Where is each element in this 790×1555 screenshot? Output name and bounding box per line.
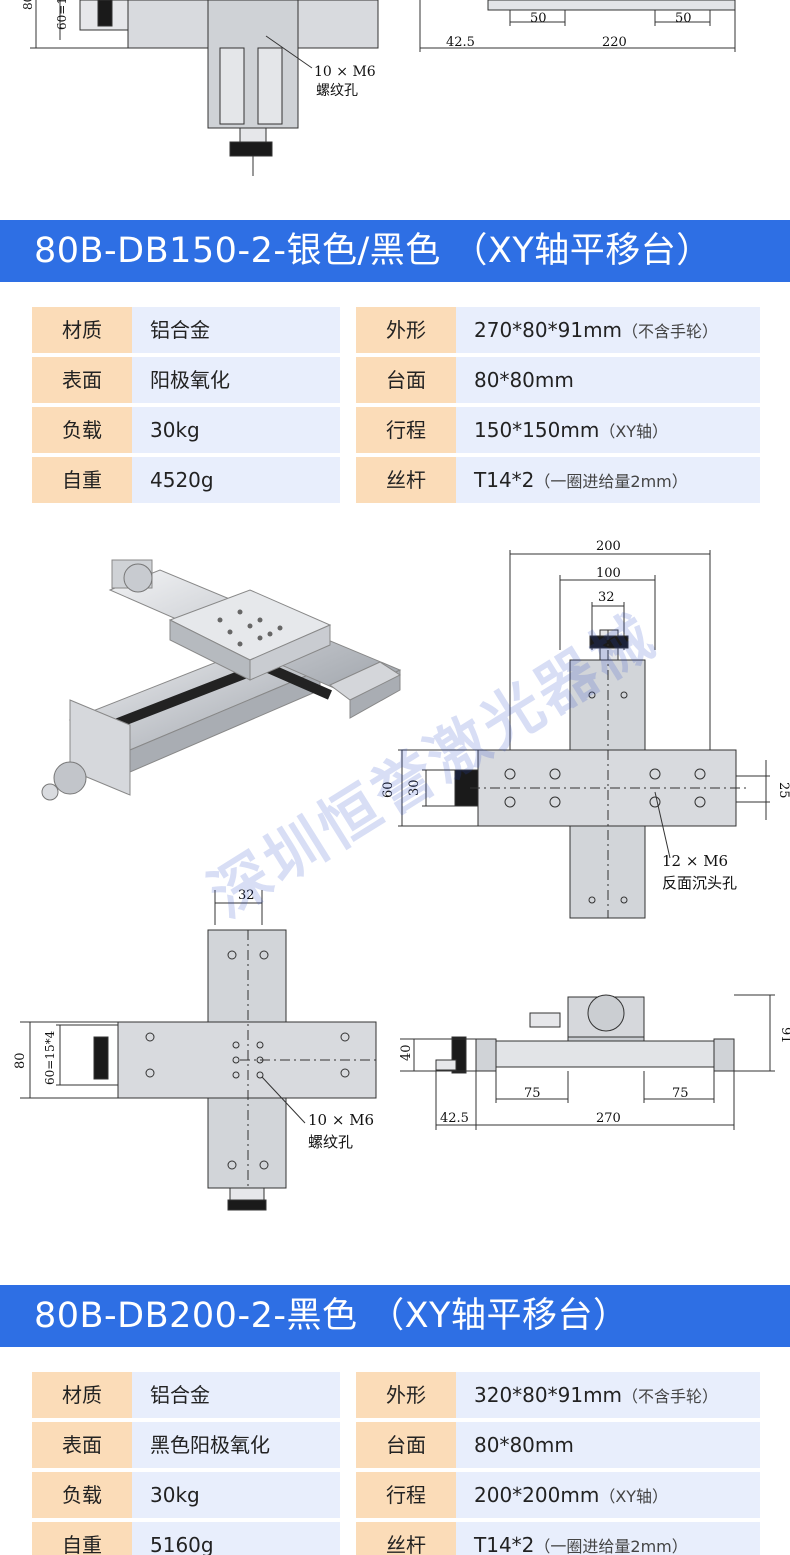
spec-row: 材质 铝合金 外形 270*80*91mm（不含手轮）: [32, 307, 760, 353]
spec-value: 30kg: [132, 407, 340, 453]
dim-200: 200: [596, 539, 621, 554]
dim-60-top: 60=1: [55, 0, 69, 30]
drawing-plan-view: 32 80 60=15*4 10 × M6 螺纹孔: [13, 888, 377, 1211]
back-note-2: 反面沉头孔: [662, 874, 737, 892]
dim-75-left: 75: [524, 1086, 541, 1101]
spec-value: 黑色阳极氧化: [132, 1422, 340, 1468]
spec-label: 行程: [356, 1472, 456, 1518]
dim-42-5-top: 42.5: [446, 35, 475, 50]
spec-row: 材质 铝合金 外形 320*80*91mm（不含手轮）: [32, 1372, 760, 1418]
dim-100: 100: [596, 566, 621, 581]
spec-label: 表面: [32, 1422, 132, 1468]
spec-row: 负载 30kg 行程 150*150mm（XY轴）: [32, 407, 760, 453]
spec-label: 台面: [356, 357, 456, 403]
dim-50-left: 50: [530, 11, 547, 26]
spec-value: 铝合金: [132, 307, 340, 353]
dim-25: 25: [776, 782, 790, 799]
dim-220: 220: [602, 35, 627, 50]
spec-label: 自重: [32, 1522, 132, 1555]
product-photo-xy-stage: [41, 559, 402, 801]
section2-title-banner: 80B-DB200-2-黑色 （XY轴平移台）: [0, 1285, 790, 1347]
spec-label: 台面: [356, 1422, 456, 1468]
spec-label: 外形: [356, 307, 456, 353]
spec-row: 自重 5160g 丝杆 T14*2（一圈进给量2mm）: [32, 1522, 760, 1555]
dim-42-5-lower: 42.5: [440, 1111, 469, 1126]
spec-label: 材质: [32, 307, 132, 353]
spec-label: 丝杆: [356, 1522, 456, 1555]
spec-value: 铝合金: [132, 1372, 340, 1418]
spec-value: 80*80mm: [456, 1422, 760, 1468]
spec-label: 表面: [32, 357, 132, 403]
spec-row: 表面 黑色阳极氧化 台面 80*80mm: [32, 1422, 760, 1468]
dim-270: 270: [596, 1111, 621, 1126]
section2-title: 80B-DB200-2-黑色 （XY轴平移台）: [34, 1296, 629, 1336]
spec-label: 自重: [32, 457, 132, 503]
dim-40: 40: [400, 1044, 414, 1061]
hole-note-lower-2: 螺纹孔: [308, 1133, 353, 1151]
dim-60-15-4: 60=15*4: [43, 1030, 57, 1085]
dim-75-right: 75: [672, 1086, 689, 1101]
spec-value: 30kg: [132, 1472, 340, 1518]
spec-label: 行程: [356, 407, 456, 453]
drawing-side-view: 40 91 75 75 42.5 270: [400, 994, 790, 1130]
spec-row: 表面 阳极氧化 台面 80*80mm: [32, 357, 760, 403]
spec-row: 负载 30kg 行程 200*200mm（XY轴）: [32, 1472, 760, 1518]
top-drawings: 80 60=1 10 × M6 螺纹孔 50 50 42.5 220: [21, 0, 736, 176]
spec-value: 150*150mm（XY轴）: [456, 407, 760, 453]
spec-value: 80*80mm: [456, 357, 760, 403]
dim-30: 30: [407, 779, 422, 796]
drawing-top-view: 200 100 32 60 30 25 12 × M6 反面沉头孔: [381, 539, 790, 919]
spec-label: 丝杆: [356, 457, 456, 503]
hole-note-lower-1: 10 × M6: [308, 1111, 374, 1129]
spec-label: 负载: [32, 1472, 132, 1518]
dim-60: 60: [381, 781, 396, 798]
section1-title: 80B-DB150-2-银色/黑色 （XY轴平移台）: [34, 231, 712, 271]
hole-note-top-1: 10 × M6: [314, 64, 376, 80]
back-note-1: 12 × M6: [662, 852, 728, 870]
spec-value: 5160g: [132, 1522, 340, 1555]
dim-80-lower: 80: [13, 1052, 28, 1069]
spec-label: 外形: [356, 1372, 456, 1418]
spec-label: 材质: [32, 1372, 132, 1418]
spec-value: 4520g: [132, 457, 340, 503]
spec-value: T14*2（一圈进给量2mm）: [456, 1522, 760, 1555]
section1-title-banner: 80B-DB150-2-银色/黑色 （XY轴平移台）: [0, 220, 790, 282]
dim-80-top: 80: [21, 0, 35, 10]
spec-value: 阳极氧化: [132, 357, 340, 403]
dim-32-b: 32: [238, 888, 255, 903]
spec-label: 负载: [32, 407, 132, 453]
dim-32-a: 32: [598, 590, 615, 605]
spec-value: T14*2（一圈进给量2mm）: [456, 457, 760, 503]
dim-91: 91: [778, 1027, 790, 1044]
spec-value: 320*80*91mm（不含手轮）: [456, 1372, 760, 1418]
dim-50-right: 50: [675, 11, 692, 26]
spec-row: 自重 4520g 丝杆 T14*2（一圈进给量2mm）: [32, 457, 760, 503]
spec-value: 200*200mm（XY轴）: [456, 1472, 760, 1518]
hole-note-top-2: 螺纹孔: [316, 83, 358, 99]
spec-value: 270*80*91mm（不含手轮）: [456, 307, 760, 353]
